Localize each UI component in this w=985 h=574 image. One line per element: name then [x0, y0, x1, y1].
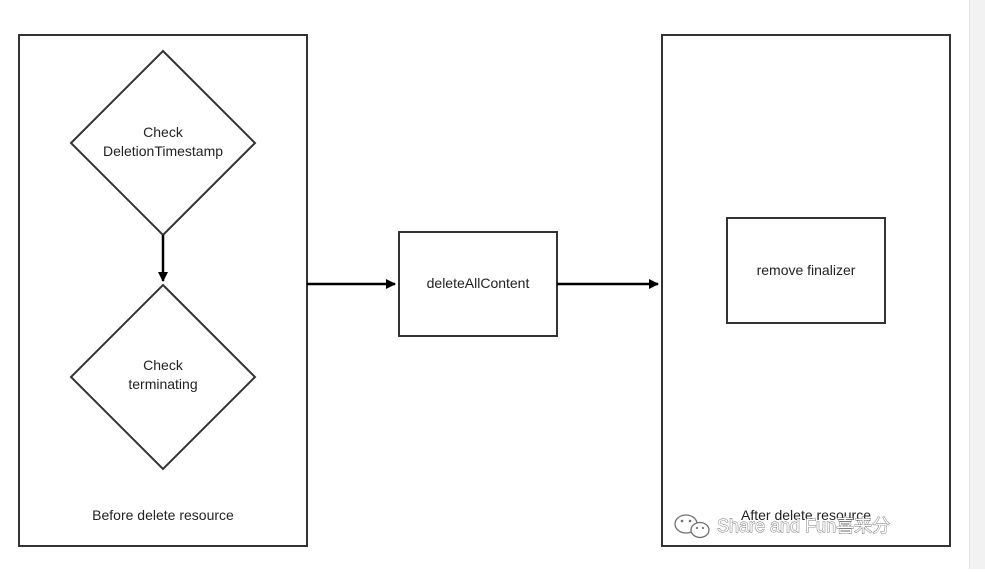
check-terminating-line1: Check: [143, 357, 184, 373]
delete-all-content-label: deleteAllContent: [427, 275, 530, 291]
after-delete-container: [661, 34, 951, 547]
check-deletion-timestamp-line2: DeletionTimestamp: [103, 143, 223, 159]
remove-finalizer-label: remove finalizer: [757, 262, 856, 278]
watermark: Share and Fun喜来分: [674, 514, 891, 539]
after-delete-caption: After delete resource: [741, 507, 871, 523]
check-deletion-timestamp-line1: Check: [143, 124, 184, 140]
wechat-icon: [674, 514, 710, 539]
before-delete-container: [18, 34, 308, 547]
check-terminating-line2: terminating: [128, 376, 197, 392]
watermark-text: Share and Fun喜来分: [717, 516, 890, 536]
check-terminating-diamond: [69, 283, 257, 471]
scrollbar-strip: [969, 0, 985, 569]
delete-all-content-box: [398, 231, 558, 337]
remove-finalizer-box: [726, 217, 886, 324]
before-delete-caption: Before delete resource: [92, 507, 234, 523]
